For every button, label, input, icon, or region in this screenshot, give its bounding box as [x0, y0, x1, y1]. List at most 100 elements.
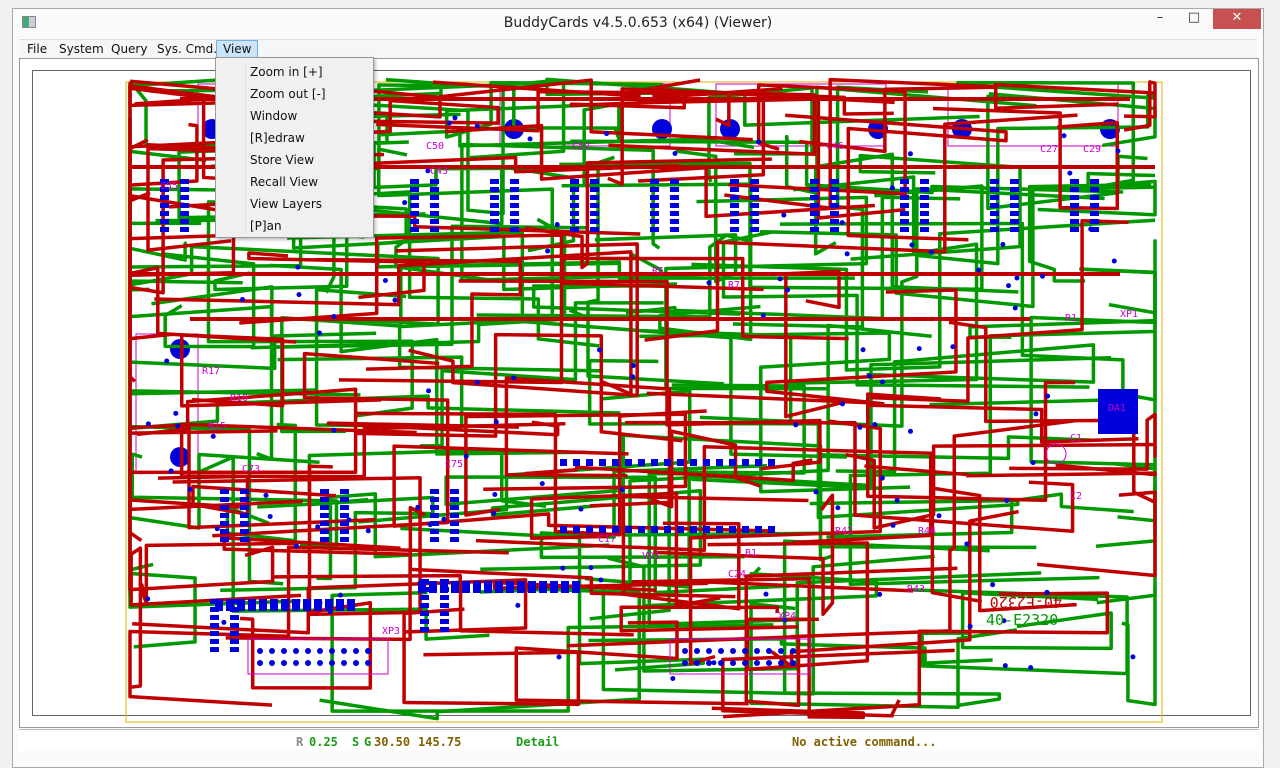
via	[890, 522, 896, 528]
menu-file[interactable]: File	[27, 42, 48, 56]
ic-pad	[990, 219, 999, 224]
menu-query[interactable]: Query	[111, 42, 148, 56]
menu-item-view-layers[interactable]: View Layers	[250, 197, 322, 211]
pad	[742, 526, 749, 533]
bottom-trace	[1029, 302, 1157, 467]
menu-item-zoom-out[interactable]: Zoom out [-]	[250, 87, 326, 101]
ic-pad	[510, 219, 519, 224]
menu-item-store-view[interactable]: Store View	[250, 153, 315, 167]
close-button[interactable]: ✕	[1213, 9, 1261, 29]
component-label: VD1	[642, 551, 660, 562]
pad	[528, 581, 536, 593]
top-trace	[653, 493, 835, 617]
pad	[560, 459, 567, 466]
app-icon[interactable]	[22, 16, 36, 28]
ic-pad	[920, 187, 929, 192]
via	[545, 248, 551, 254]
ic-pad	[900, 195, 909, 200]
menu-sys-cmd[interactable]: Sys. Cmd.	[157, 42, 218, 56]
top-trace	[247, 251, 426, 300]
pad	[625, 526, 632, 533]
via	[1040, 273, 1046, 279]
via	[950, 344, 956, 350]
menu-system[interactable]: System	[59, 42, 104, 56]
ic-pad	[180, 219, 189, 224]
menu-item-pan[interactable]: [P]an	[250, 219, 282, 233]
ic-pad	[440, 627, 449, 632]
via	[1030, 460, 1036, 466]
ic-pad	[320, 537, 329, 542]
bottom-trace	[128, 388, 320, 530]
ic-pad	[430, 513, 439, 518]
via	[793, 422, 799, 428]
ic-pad	[220, 521, 229, 526]
menu-item-recall-view[interactable]: Recall View	[250, 175, 319, 189]
maximize-button[interactable]: □	[1187, 10, 1201, 25]
top-trace	[179, 333, 382, 408]
top-trace	[376, 89, 731, 133]
menu-item-zoom-in[interactable]: Zoom in [+]	[250, 65, 323, 79]
bottom-trace	[1027, 182, 1152, 283]
status-g-label: G	[364, 735, 372, 749]
via	[539, 481, 545, 487]
top-trace	[154, 250, 633, 396]
via	[711, 660, 717, 666]
title-bar: BuddyCards v4.5.0.653 (x64) (Viewer) – □…	[13, 9, 1263, 39]
ic-pad	[830, 195, 839, 200]
bottom-trace	[280, 261, 619, 434]
pad	[269, 660, 275, 666]
via	[894, 497, 900, 503]
pad	[638, 459, 645, 466]
ic-pad	[210, 599, 219, 604]
via	[907, 428, 913, 434]
ic-pad	[670, 203, 679, 208]
minimize-button[interactable]: –	[1156, 10, 1164, 25]
component-label: R43	[907, 584, 925, 595]
pad	[259, 599, 267, 611]
pad	[418, 581, 426, 593]
menu-item-window[interactable]: Window	[250, 109, 298, 123]
via	[145, 421, 151, 427]
ic-pad	[750, 179, 759, 184]
ic-pad	[830, 203, 839, 208]
component-label: R17	[202, 366, 220, 377]
via	[857, 424, 863, 430]
ic-pad	[900, 211, 909, 216]
pad	[651, 526, 658, 533]
part-number-mirrored: 40-E2320	[990, 593, 1062, 611]
bottom-trace	[1095, 482, 1157, 605]
via	[382, 277, 388, 283]
ic-pad	[490, 211, 499, 216]
pad	[462, 581, 470, 593]
ic-pad	[570, 187, 579, 192]
ic-pad	[1070, 211, 1079, 216]
ic-pad	[440, 619, 449, 624]
pad	[612, 526, 619, 533]
ic-pad	[220, 529, 229, 534]
via	[315, 524, 321, 530]
pad	[451, 581, 459, 593]
bottom-trace	[151, 224, 590, 349]
pad	[248, 599, 256, 611]
ic-pad	[410, 227, 419, 232]
bottom-trace	[316, 492, 610, 581]
via	[835, 505, 841, 511]
via	[210, 433, 216, 439]
pad	[718, 660, 724, 666]
ic-pad	[430, 521, 439, 526]
component-label: R15	[208, 421, 226, 432]
ic-pad	[450, 513, 459, 518]
ic-pad	[210, 639, 219, 644]
status-r-value: 0.25	[309, 735, 338, 749]
ic-pad	[210, 647, 219, 652]
bottom-trace	[460, 142, 707, 283]
menu-item-redraw[interactable]: [R]edraw	[250, 131, 305, 145]
pad	[754, 648, 760, 654]
top-trace	[631, 576, 866, 720]
ic-pad	[240, 521, 249, 526]
bottom-trace	[128, 571, 301, 649]
ic-pad	[730, 179, 739, 184]
ic-pad	[430, 219, 439, 224]
